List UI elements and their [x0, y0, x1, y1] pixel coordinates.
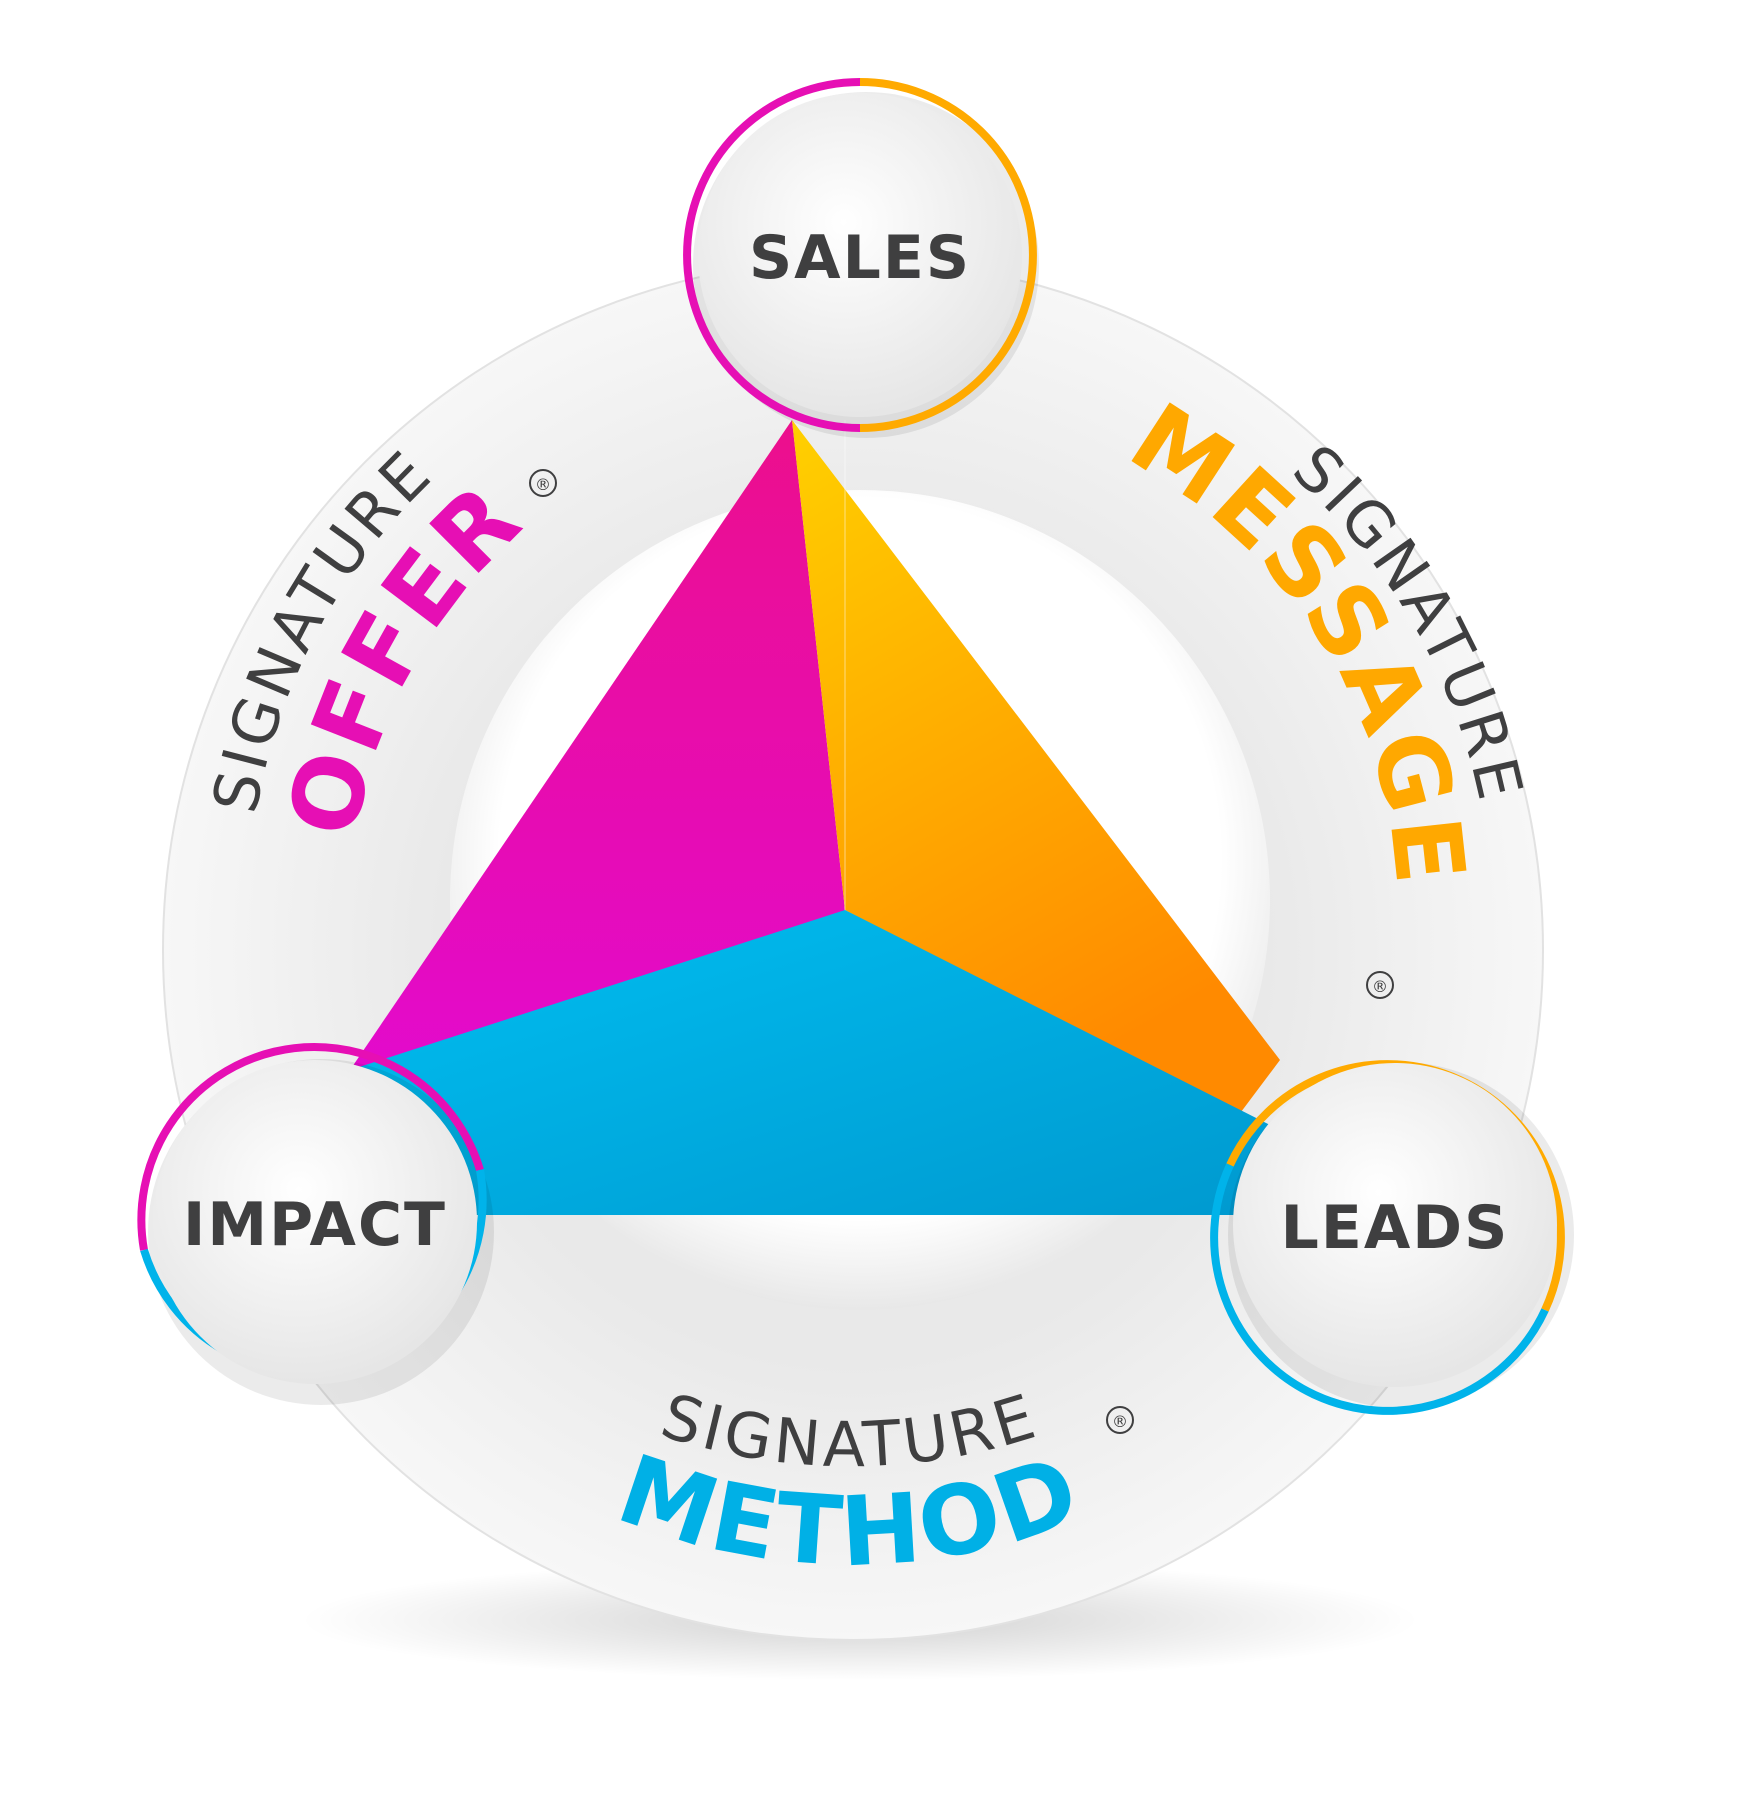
pillar-message-reg-ring — [1366, 971, 1394, 999]
node-leads-face — [1233, 1063, 1557, 1387]
node-sales-ring-left — [683, 78, 861, 432]
node-sales: SALES — [683, 78, 1039, 438]
node-leads-label: LEADS — [1281, 1193, 1510, 1263]
pillar-method-reg-ring — [1106, 1406, 1134, 1434]
pillar-offer-reg-ring — [529, 469, 557, 497]
node-leads: LEADS — [1210, 1060, 1574, 1415]
pillar-offer-mark: ® — [535, 475, 551, 494]
node-sales-face — [698, 93, 1022, 417]
node-impact-label: IMPACT — [183, 1190, 447, 1260]
pillar-message-mark: ® — [1372, 977, 1388, 996]
node-impact-face — [153, 1060, 477, 1384]
pillar-method: SIGNATURE METHOD ® — [605, 1379, 1134, 1589]
triangle-face-method — [350, 910, 1280, 1215]
node-impact-ring-top — [137, 1042, 484, 1251]
node-sales-label: SALES — [749, 223, 971, 293]
node-leads-ring-bottom — [1210, 1163, 1549, 1415]
node-sales-ring-right — [859, 78, 1037, 432]
pillar-method-mark: ® — [1112, 1412, 1128, 1431]
node-impact: IMPACT — [137, 1042, 494, 1405]
